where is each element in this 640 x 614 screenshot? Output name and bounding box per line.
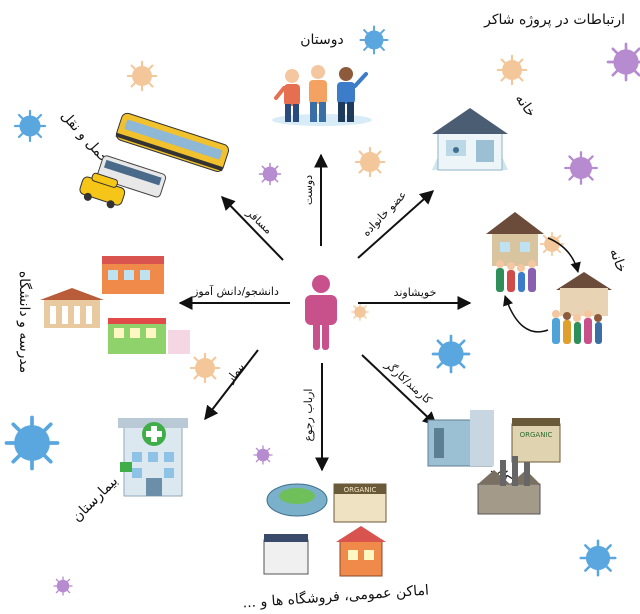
virus-icon [258,162,282,186]
person-icon [305,275,337,350]
arrow-passenger [221,195,284,261]
virus-icon [189,352,221,384]
edge-label-family: عضو خانواده [360,188,410,239]
workplace-illustration: ORGANIC [427,410,561,515]
edge-label-patient: بیمار [223,360,247,386]
edge-label-passenger: مسافر [243,206,275,237]
node-label-relatives-home: خانه [606,246,629,274]
diagram-title: ارتباطات در پروژه شاکر [483,12,625,28]
arrow-patient [204,349,259,421]
public-places-illustration: ORGANIC [263,483,387,577]
organic-sign-1: ORGANIC [520,431,553,439]
edge-label-client: ارباب رجوع [302,389,315,442]
node-label-home: خانه [512,91,539,120]
node-label-friends: دوستان [300,32,344,48]
hospital-illustration [118,418,188,497]
virus-icon [496,54,528,86]
virus-icon [354,146,386,178]
transport-illustration [79,112,229,209]
node-label-public-places: اماکن عمومی، فروشگاه ها و ... [242,582,429,612]
home-illustration [432,108,508,171]
school-illustration [40,256,190,354]
virus-icon [13,109,47,143]
virus-icon [431,334,471,374]
node-label-hospital: بیمارستان [69,473,121,525]
edge-label-friend: دوست [302,175,315,205]
virus-icon [359,25,389,55]
edge-arrows [178,153,472,472]
edge-label-relative: خویشاوند [394,286,437,299]
relatives-home-illustration [486,212,612,344]
virus-icon [579,539,617,577]
virus-icon [253,445,273,465]
virus-icon [564,151,598,185]
organic-sign-2: ORGANIC [344,486,377,494]
virus-icon [53,576,73,596]
node-label-school: مدرسه و دانشگاه [16,271,33,373]
arrow-employee [361,354,438,426]
friends-illustration [272,65,372,126]
virus-icon [351,303,369,321]
virus-icon [4,415,60,471]
edge-label-student: دانشجو/دانش آموز [192,284,279,298]
virus-icon [126,60,158,92]
virus-icon [606,42,640,82]
arrow-family [357,190,435,259]
